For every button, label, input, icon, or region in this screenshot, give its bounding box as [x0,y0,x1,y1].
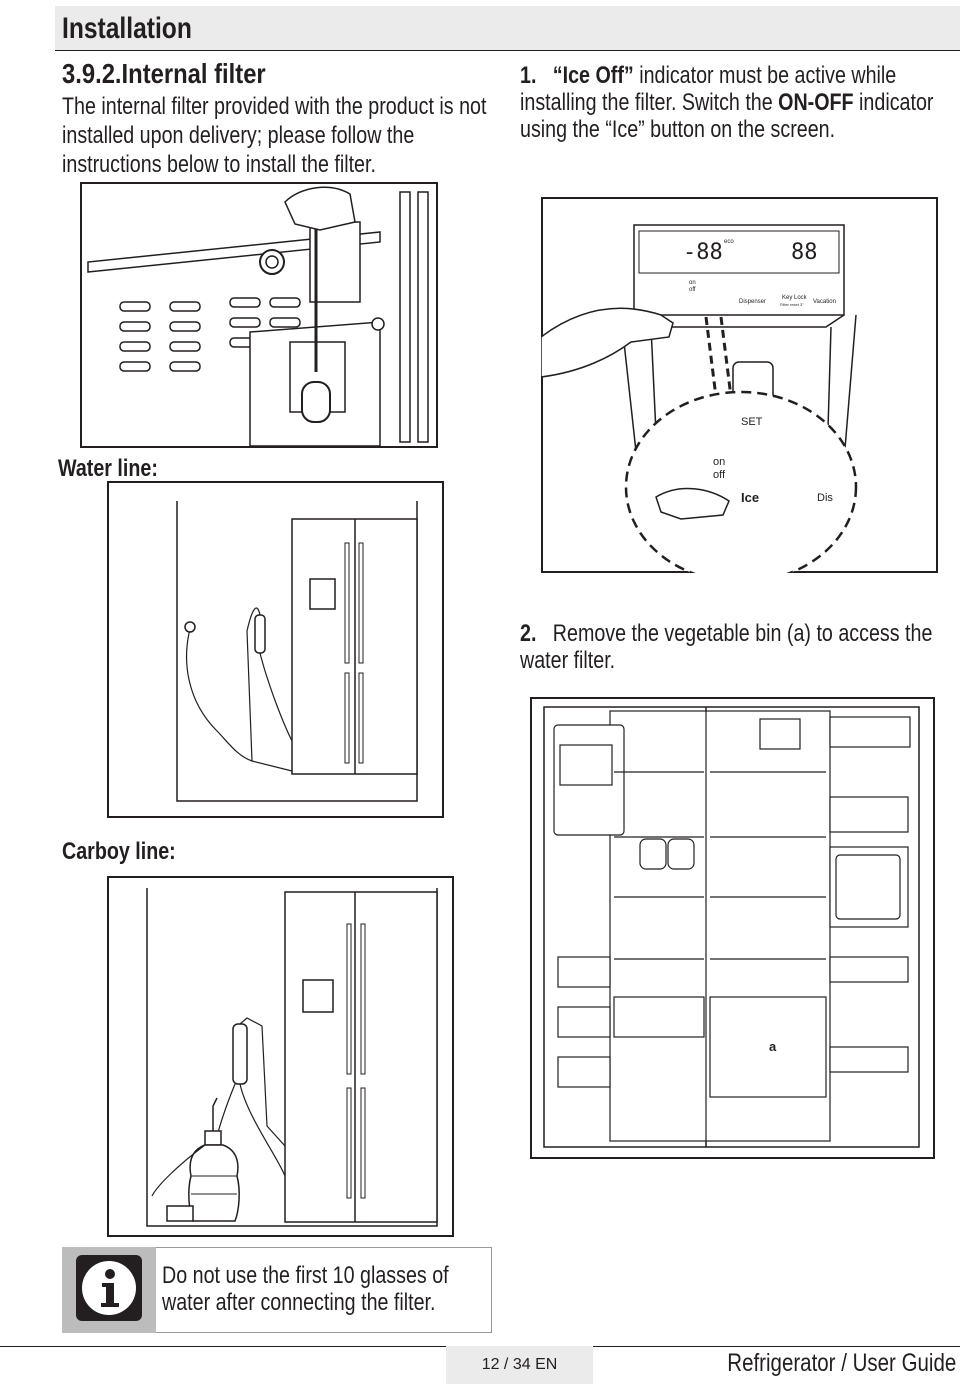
step-2-number: 2. [520,620,537,647]
panel-eco: eco [724,239,734,245]
panel-off-small: off [689,287,696,293]
panel-on-small: on [689,280,696,286]
info-icon [76,1255,142,1321]
step-2: 2.Remove the vegetable bin (a) to access… [520,620,946,674]
step-1-lead: “Ice Off” [552,62,634,89]
step-1-number: 1. [520,62,537,89]
open-refrigerator-illustration: a [530,697,935,1159]
page-title: Installation [62,12,192,45]
carboy-line-illustration [107,876,454,1237]
header-rule [55,50,960,51]
header-bar [55,6,960,50]
panel-off: off [713,469,726,481]
filter-connection-illustration [80,182,438,448]
panel-on: on [713,456,725,468]
panel-filter-reset: Filter reset 3" [780,302,804,307]
panel-set: SET [741,416,763,428]
section-title: 3.9.2.Internal filter [62,58,266,89]
step-2-text: Remove the vegetable bin (a) to access t… [520,620,933,674]
footer-page-bg [446,1346,593,1384]
carboy-line-label: Carboy line: [62,838,176,865]
panel-dis: Dis [817,492,833,504]
panel-key-lock: Key Lock [782,295,808,301]
panel-display-left: -88 [683,240,723,265]
step-1-emph: ON-OFF [778,89,854,116]
water-line-illustration [107,481,444,818]
panel-vacation: Vacation [813,299,836,305]
step-1: 1. “Ice Off” indicator must be active whi… [520,62,960,143]
intro-paragraph: The internal filter provided with the pr… [62,93,487,178]
step-1-text-a: indicator must be active while installin… [520,62,897,116]
panel-display-right: 88 [791,240,818,265]
page-number: 12 / 34 EN [481,1356,558,1373]
panel-ice: Ice [741,490,759,505]
water-line-label: Water line: [58,455,158,482]
footer-guide-title: Refrigerator / User Guide [726,1349,956,1377]
panel-dispenser: Dispenser [739,299,766,305]
note-text: Do not use the first 10 glasses of water… [162,1262,449,1316]
control-panel-illustration: -88 88 eco on off Dispenser Key Lock Fil… [541,197,938,573]
step-1-text-b: indicator using the “Ice” button on the … [520,89,934,143]
vegetable-bin-label: a [769,1039,777,1054]
